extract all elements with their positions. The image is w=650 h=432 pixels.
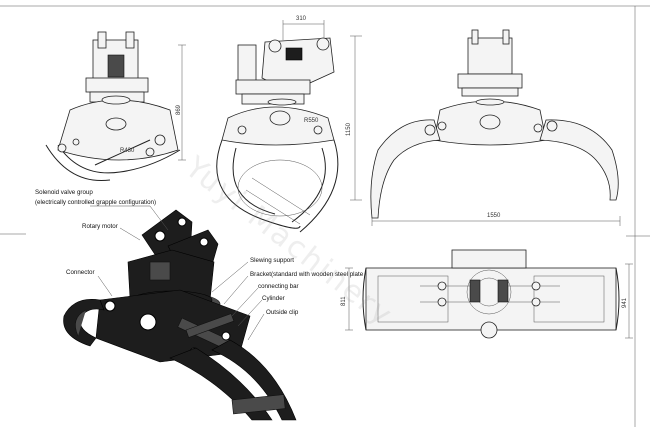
callout-bracket: Bracket(standard with wooden steel plate [250, 271, 364, 278]
jaw-view [350, 29, 621, 226]
dim-radius-a: R430 [120, 148, 135, 154]
side-view [45, 31, 186, 182]
front-view [216, 20, 339, 233]
callout-connecting-bar: connecting bar [258, 283, 299, 290]
dim-radius-b: R550 [304, 118, 319, 124]
dim-front-height: 1150 [346, 123, 352, 136]
dim-plan-depth: 941 [622, 297, 628, 308]
grapple-3d-view [63, 205, 297, 421]
sheet-frame [0, 5, 650, 427]
dim-jaw-width: 1550 [487, 213, 501, 219]
callout-slewing-support: Slewing support [250, 257, 295, 264]
callout-solenoid-valve: Solenoid valve group [35, 189, 93, 196]
dim-side-height: 869 [176, 104, 182, 115]
callout-connector: Connector [66, 269, 95, 276]
callout-cylinder: Cylinder [262, 295, 285, 302]
dim-top-width: 310 [296, 16, 307, 22]
callout-rotary-motor: Rotary motor [82, 223, 118, 230]
callout-solenoid-note: (electrically controlled grapple configu… [35, 199, 157, 206]
plan-view [345, 249, 633, 339]
callout-outside-clip: Outside clip [266, 309, 299, 316]
